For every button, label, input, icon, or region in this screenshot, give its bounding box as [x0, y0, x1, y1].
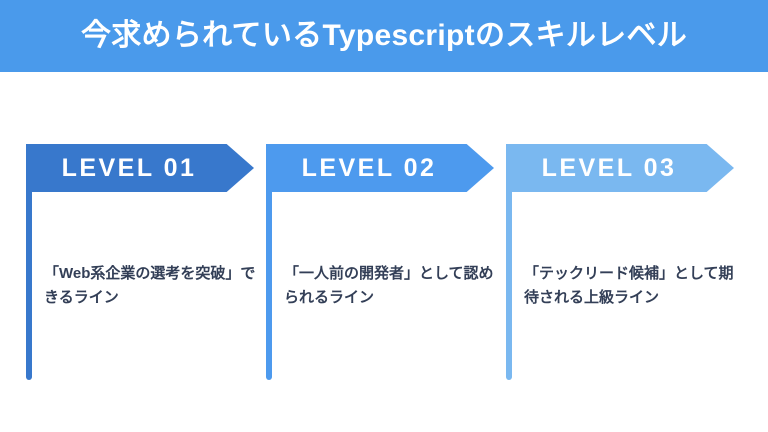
header-bar: 今求められているTypescriptのスキルレベル	[0, 0, 768, 72]
level-column-01: LEVEL 01 「Web系企業の選考を突破」できるライン	[26, 144, 266, 392]
level-column-03: LEVEL 03 「テックリード候補」として期待される上級ライン	[506, 144, 746, 392]
level-banner-01: LEVEL 01	[26, 144, 254, 192]
level-banner-03: LEVEL 03	[506, 144, 734, 192]
level-banner-label-01: LEVEL 01	[61, 153, 197, 182]
level-accent-bar-02	[266, 144, 272, 380]
level-description-03: 「テックリード候補」として期待される上級ライン	[524, 265, 734, 307]
level-description-02: 「一人前の開発者」として認められるライン	[284, 265, 494, 307]
level-banner-label-02: LEVEL 02	[301, 153, 437, 182]
level-column-02: LEVEL 02 「一人前の開発者」として認められるライン	[266, 144, 506, 392]
level-description-01: 「Web系企業の選考を突破」できるライン	[44, 265, 256, 307]
page-title: 今求められているTypescriptのスキルレベル	[80, 19, 688, 52]
level-banner-label-03: LEVEL 03	[541, 153, 677, 182]
level-accent-bar-01	[26, 144, 32, 380]
level-banner-02: LEVEL 02	[266, 144, 494, 192]
level-accent-bar-03	[506, 144, 512, 380]
level-list: LEVEL 01 「Web系企業の選考を突破」できるライン LEVEL 02 「…	[0, 144, 768, 392]
